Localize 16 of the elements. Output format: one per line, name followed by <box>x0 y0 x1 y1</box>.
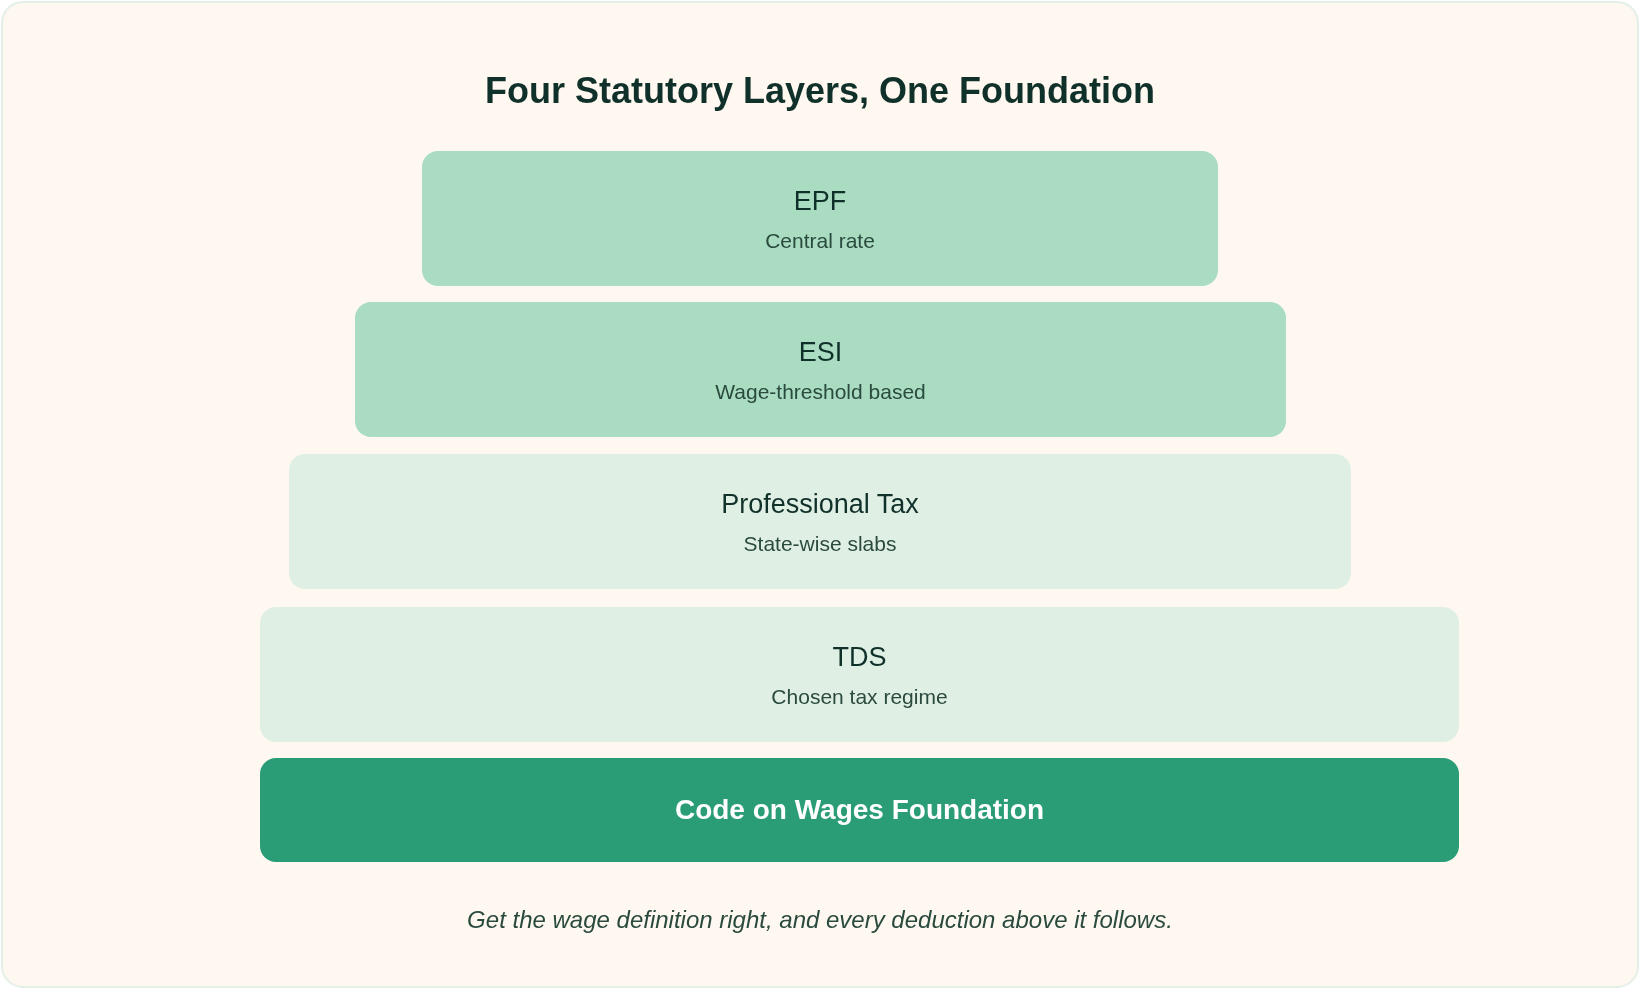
foundation-title: Code on Wages Foundation <box>674 793 1045 827</box>
layer-subtitle: Chosen tax regime <box>771 684 948 710</box>
layer-title: ESI <box>798 335 843 369</box>
layer-block <box>289 454 1351 589</box>
caption: Get the wage definition right, and every deduction above it follows. <box>466 905 1174 935</box>
layer-block <box>260 607 1459 742</box>
layer-title: TDS <box>832 640 887 674</box>
layer-block <box>422 151 1218 286</box>
layer-subtitle: Wage-threshold based <box>715 379 926 405</box>
layer-title: EPF <box>793 184 847 218</box>
layer-subtitle: State-wise slabs <box>743 531 897 557</box>
diagram-title: Four Statutory Layers, One Foundation <box>483 69 1156 113</box>
layer-subtitle: Central rate <box>765 228 875 254</box>
layer-block <box>355 302 1286 437</box>
layer-title: Professional Tax <box>721 487 919 521</box>
foundation-block <box>260 758 1459 862</box>
